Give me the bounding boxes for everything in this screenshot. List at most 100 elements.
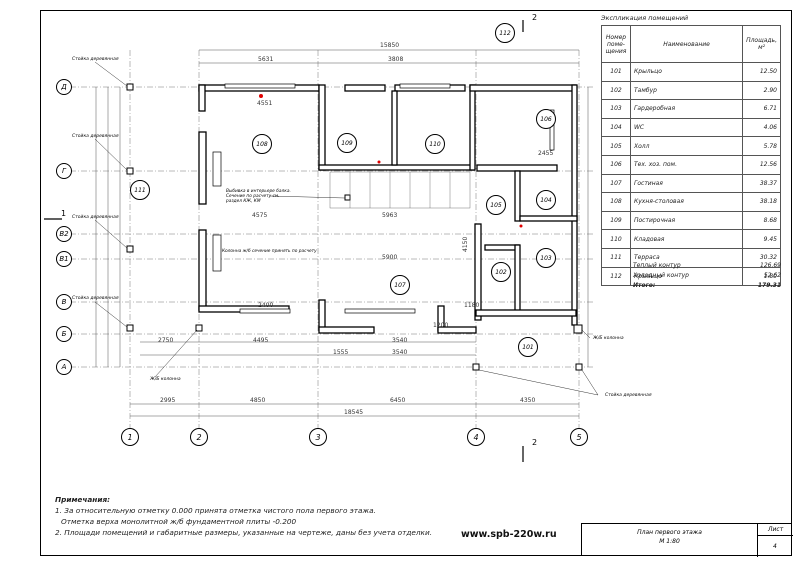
annotation-column: Ж/Б колонна [593,336,624,341]
total-value: 179.31 [757,282,781,289]
column-axis-bubble: 3 [309,428,327,446]
row-axis-bubble: В [56,294,72,310]
red-markers [259,94,523,228]
drawing-title: План первого этажа [637,529,702,536]
annotation-beam-note: Выбивка в интерьере балка. Сечение по ра… [226,189,291,204]
room-area-cell: 12.50 [742,62,781,82]
row-axis-bubble: Д [56,79,72,95]
total-row: Теплый контур 126.69 [633,262,781,272]
annotation-column-note: Колонна ж/б сечение принять по расчету [222,249,317,254]
column-axis-bubble: 5 [570,428,588,446]
annotation-wood-post: Стойка деревянная [72,296,119,301]
dimension-label: 1180 [464,302,480,309]
room-name-cell: Постирочная [629,210,744,231]
posts [126,83,583,371]
annotation-column: Ж/Б колонна [150,377,181,382]
notes-line: 1. За относительную отметку 0.000 принят… [55,506,376,515]
room-number-cell: 102 [601,80,631,101]
room-name-cell: Тех. хоз. пом. [629,154,744,175]
room-name-cell: Гардеробная [629,99,744,119]
total-label: Холодный контур [633,272,689,279]
notes-line: Отметка верха монолитной ж/б фундаментно… [61,517,297,526]
room-marker-108: 108 [252,134,272,154]
room-number-cell: 105 [601,136,631,156]
annotation-wood-post: Стойка деревянная [72,57,119,62]
title-block: План первого этажа М 1:80 Лист 4 [581,523,793,557]
sheet-label: Лист [768,526,784,533]
room-marker-107: 107 [390,275,410,295]
dimension-label: 1555 [333,349,349,356]
room-area-cell: 1.80 [742,266,781,287]
notes-title: Примечания: [55,495,111,504]
dimension-label: 5963 [382,212,398,219]
notes: Примечания: 1. За относительную отметку … [55,494,432,538]
section-mark-label: 2 [532,438,538,447]
room-area-cell: 9.45 [742,229,781,249]
room-marker-112: 112 [495,23,515,43]
dimension-label: 4150 [462,236,469,252]
row-axis-bubble: В1 [56,251,72,267]
dimension-label: 2455 [538,150,554,157]
total-value: 126.69 [760,262,781,269]
room-name-cell: Крыльцо [629,62,744,82]
section-cuts [44,20,524,462]
room-marker-103: 103 [536,248,556,268]
room-name-cell: WC [629,117,744,138]
row-axis-bubble: Б [56,326,72,342]
sheet-number: 4 [773,543,777,550]
dimension-label: 2995 [160,397,176,404]
room-area-cell: 38.37 [742,173,781,194]
dimension-label: 6450 [390,397,406,404]
room-number-cell: 106 [601,154,631,175]
room-number-cell: 103 [601,99,631,119]
stairs [329,171,471,209]
column-axis-bubble: 2 [190,428,208,446]
room-area-cell: 4.06 [742,117,781,138]
dimension-label: 18545 [344,409,364,416]
dimension-label: 1200 [433,322,449,329]
room-name-cell: Терраса [629,247,744,268]
annotation-wood-post: Стойка деревянная [605,393,652,398]
grid-lines [70,50,595,430]
dimension-label: 3808 [388,56,404,63]
room-number-cell: 111 [601,247,631,268]
drawing-frame [40,10,792,556]
room-marker-101: 101 [518,337,538,357]
room-number-cell: 112 [601,266,631,287]
section-mark-label: 2 [532,13,538,22]
dimension-label: 2400 [258,302,274,309]
room-marker-102: 102 [491,262,511,282]
room-name-cell: Гостиная [629,173,744,194]
row-axis-bubble: А [56,359,72,375]
header-number: Номер поме- щения [601,25,631,63]
room-name-cell: Крыльцо [629,266,744,287]
column-axis-bubble: 4 [467,428,485,446]
dimension-label: 4495 [253,337,269,344]
annotation-wood-post: Стойка деревянная [72,215,119,220]
dimension-label: 15850 [380,42,400,49]
dimension-label: 3540 [392,337,408,344]
room-table-header: Номер поме- щения Наименование Площадь, … [601,25,781,63]
room-number-cell: 101 [601,62,631,82]
dimension-label: 5631 [258,56,274,63]
room-table-title: Экспликация помещений [601,14,689,22]
row-axis-bubble: В2 [56,226,72,242]
dimension-label: 4850 [250,397,266,404]
room-area-cell: 12.56 [742,154,781,175]
room-number-cell: 108 [601,192,631,212]
room-table: Номер поме- щения Наименование Площадь, … [601,25,781,287]
room-area-cell: 8.68 [742,210,781,231]
room-area-cell: 6.71 [742,99,781,119]
dimension-label: 2750 [158,337,174,344]
total-label: Теплый контур [633,262,681,269]
